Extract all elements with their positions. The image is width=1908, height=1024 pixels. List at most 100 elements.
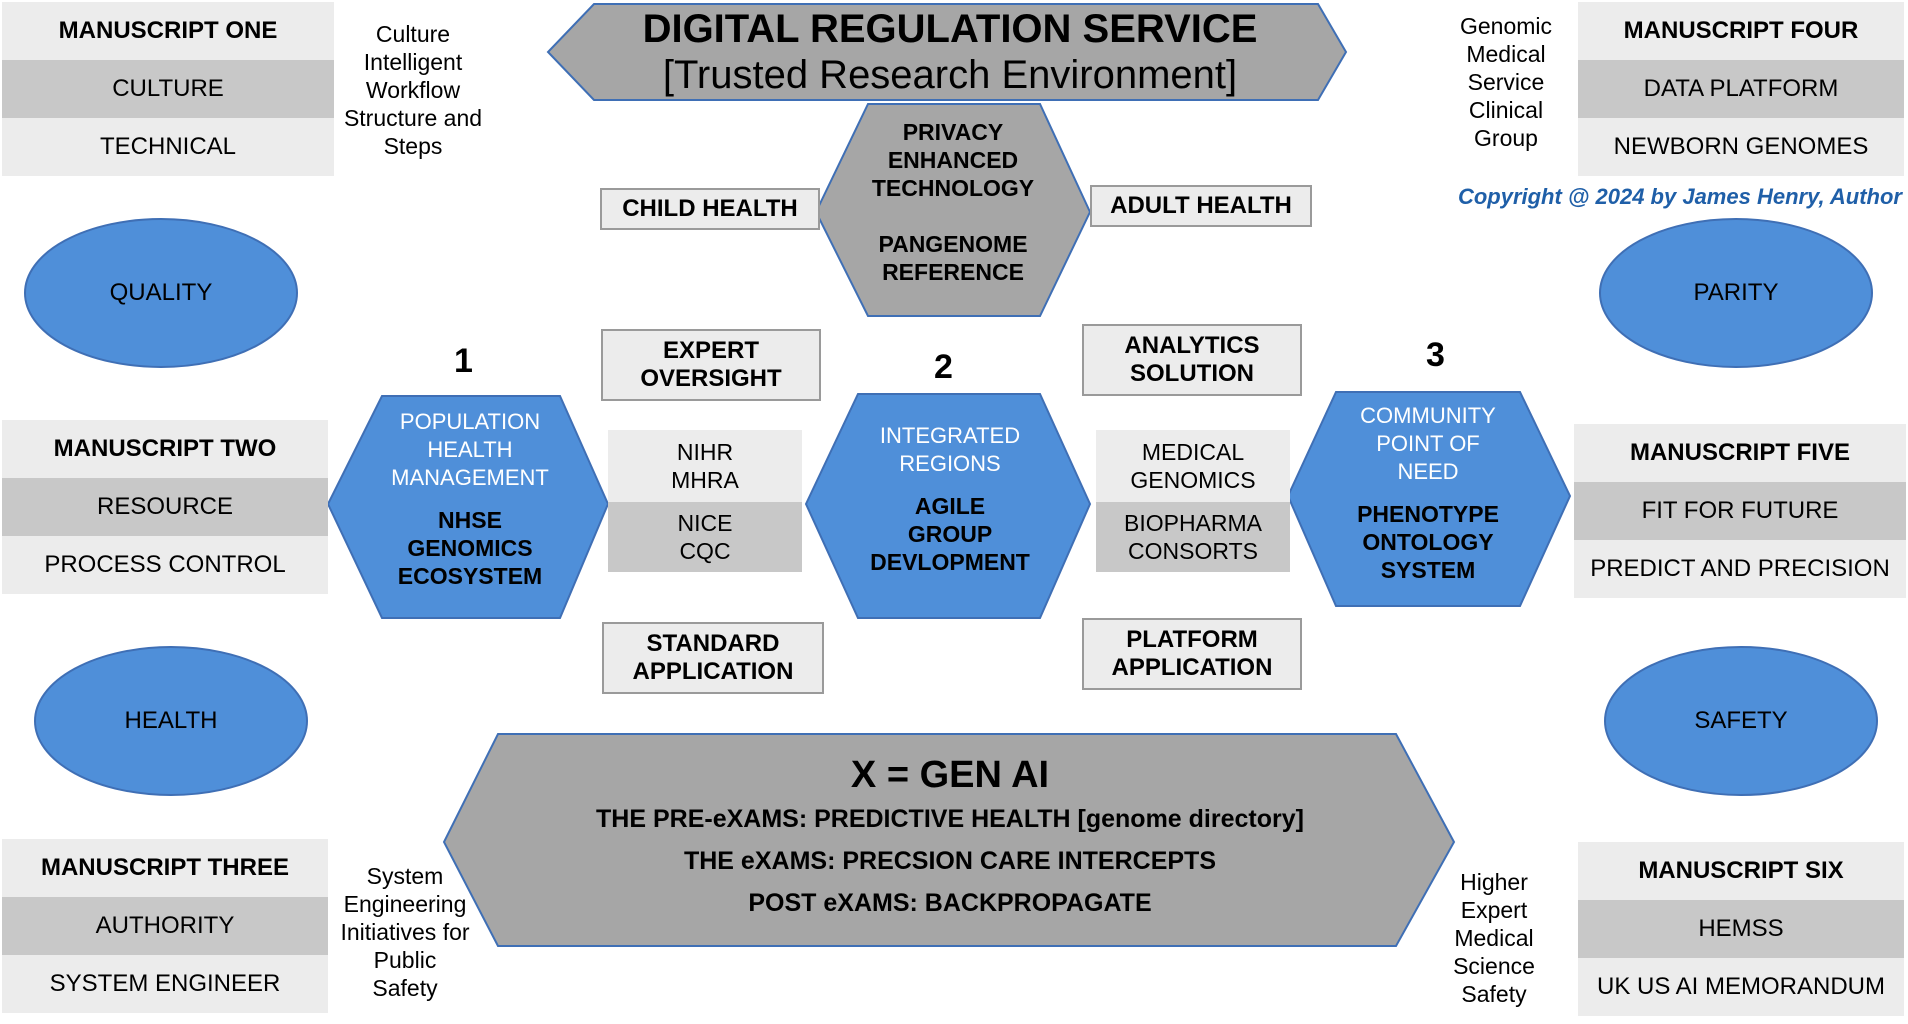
genomics-lower: BIOPHARMA CONSORTS [1096,502,1290,572]
hex-line: POINT OF [1376,431,1480,456]
ellipse-safety [1604,646,1878,796]
manuscript-title: MANUSCRIPT ONE [2,2,334,60]
hex-bold-line: AGILE [914,493,986,519]
manuscript-title: MANUSCRIPT FOUR [1578,2,1904,60]
box-line: ANALYTICS [1124,332,1260,359]
bottom-hexagon [442,733,1456,947]
hex-line: COMMUNITY [1360,403,1496,428]
ellipse-quality [24,218,298,368]
hexagon-1-text: POPULATION HEALTH MANAGEMENT NHSE GENOMI… [350,408,590,590]
manuscript-one: MANUSCRIPT ONE CULTURE TECHNICAL [2,2,334,176]
note-line: System [366,863,444,889]
manuscript-six: MANUSCRIPT SIX HEMSS UK US AI MEMORANDUM [1578,842,1904,1016]
bottom-hexagon-text: X = GEN AI THE PRE-eXAMS: PREDICTIVE HEA… [470,752,1430,924]
note-line: Public [373,947,437,973]
hex-line: HEALTH [427,437,513,462]
hex-bold-line: GROUP [907,521,993,547]
regulator-name: CQC [679,538,731,564]
regulator-name: NICE [677,510,733,536]
label-quality: QUALITY [109,279,213,306]
manuscript-item: PROCESS CONTROL [2,536,328,594]
hexagon-3-text: COMMUNITY POINT OF NEED PHENOTYPE ONTOLO… [1310,402,1546,584]
genomics-name: GENOMICS [1130,467,1256,493]
note-line: Medical [1454,925,1534,951]
hex-line: INTEGRATED [879,423,1021,448]
box-line: APPLICATION [1111,654,1273,681]
note-top-right: Genomic Medical Service Clinical Group [1446,12,1566,152]
note-line: Expert [1460,897,1528,923]
hex-bold-line: PHENOTYPE [1357,501,1499,527]
header-text: DIGITAL REGULATION SERVICE [Trusted Rese… [560,4,1340,100]
privacy-line: TECHNOLOGY [871,175,1035,201]
manuscript-item: FIT FOR FUTURE [1574,482,1906,540]
hexagon-1 [326,395,610,619]
box-line: PLATFORM [1126,626,1258,653]
manuscript-item: SYSTEM ENGINEER [2,955,328,1013]
header-banner [546,3,1348,101]
privacy-line: REFERENCE [882,259,1024,285]
note-line: Safety [372,975,438,1001]
platform-application-box: PLATFORM APPLICATION [1082,618,1302,690]
manuscript-item: DATA PLATFORM [1578,60,1904,118]
ellipse-health [34,646,308,796]
box-line: APPLICATION [632,658,794,685]
note-line: Genomic [1459,13,1553,39]
note-line: Workflow [365,77,461,103]
note-top-left: Culture Intelligent Workflow Structure a… [336,20,490,160]
genomics-name: CONSORTS [1128,538,1258,564]
note-line: Group [1474,125,1538,151]
hex-bold-line: DEVLOPMENT [870,549,1030,575]
note-line: Safety [1461,981,1527,1007]
box-line: STANDARD [646,630,780,657]
note-line: Medical [1466,41,1546,67]
manuscript-three: MANUSCRIPT THREE AUTHORITY SYSTEM ENGINE… [2,839,328,1013]
hex-bold-line: SYSTEM [1380,557,1476,583]
genomics-name: MEDICAL [1141,439,1245,465]
manuscript-item: HEMSS [1578,900,1904,958]
privacy-text: PRIVACY ENHANCED TECHNOLOGY PANGENOME RE… [840,118,1066,286]
box-line: EXPERT [662,337,760,364]
expert-oversight-box: EXPERT OVERSIGHT [601,329,821,401]
hexagon-2-text: INTEGRATED REGIONS AGILE GROUP DEVLOPMEN… [830,422,1070,576]
adult-health-box: ADULT HEALTH [1090,185,1312,227]
post-exams-line: POST eXAMS: BACKPROPAGATE [748,889,1152,917]
hex-line: POPULATION [399,409,541,434]
hex-bold-line: GENOMICS [407,535,533,561]
genomics-name: BIOPHARMA [1123,510,1263,536]
note-line: Science [1453,953,1535,979]
note-line: Clinical [1468,97,1544,123]
child-health-box: CHILD HEALTH [600,188,820,230]
note-bottom-right: Higher Expert Medical Science Safety [1434,868,1554,1008]
hex-bold-line: ONTOLOGY [1362,529,1494,555]
label-health: HEALTH [124,707,218,734]
hex-line: MANAGEMENT [391,465,549,490]
manuscript-title: MANUSCRIPT FIVE [1574,424,1906,482]
label-parity: PARITY [1693,279,1779,306]
note-line: Culture [375,21,451,47]
number-3: 3 [1426,336,1445,374]
exams-line: THE eXAMS: PRECSION CARE INTERCEPTS [683,847,1216,875]
regulators-lower: NICE CQC [608,502,802,572]
manuscript-item: PREDICT AND PRECISION [1574,540,1906,598]
manuscript-two: MANUSCRIPT TWO RESOURCE PROCESS CONTROL [2,420,328,594]
note-line: Higher [1460,869,1528,895]
genomics-upper: MEDICAL GENOMICS [1096,430,1290,502]
regulators-upper: NIHR MHRA [608,430,802,502]
header-subtitle: [Trusted Research Environment] [662,53,1238,97]
gen-ai-title: X = GEN AI [850,754,1050,796]
privacy-line: ENHANCED [887,147,1019,173]
number-2: 2 [934,348,953,386]
box-line: SOLUTION [1130,360,1254,387]
label-safety: SAFETY [1694,707,1788,734]
manuscript-title: MANUSCRIPT SIX [1578,842,1904,900]
hex-line: REGIONS [899,451,1001,476]
manuscript-item: AUTHORITY [2,897,328,955]
manuscript-five: MANUSCRIPT FIVE FIT FOR FUTURE PREDICT A… [1574,424,1906,598]
pre-exams-line: THE PRE-eXAMS: PREDICTIVE HEALTH [genome… [596,805,1304,833]
manuscript-item: NEWBORN GENOMES [1578,118,1904,176]
privacy-line: PANGENOME [878,231,1028,257]
manuscript-item: TECHNICAL [2,118,334,176]
hex-line: NEED [1397,459,1459,484]
ellipse-parity [1599,218,1873,368]
